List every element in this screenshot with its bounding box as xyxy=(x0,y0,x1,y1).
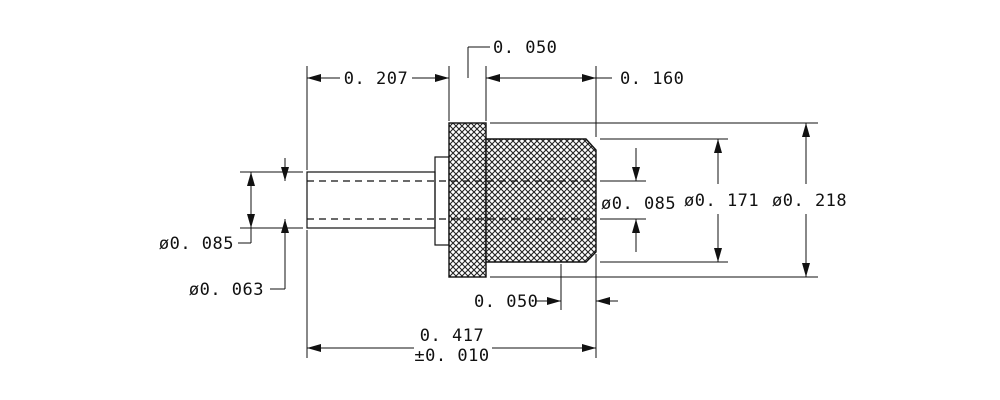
dim-label-0207: 0. 207 xyxy=(344,69,408,89)
dim-label-0417: 0. 417 xyxy=(420,326,484,346)
shoulder-step xyxy=(434,156,450,246)
dim-0417: 0. 417 ±0. 010 xyxy=(307,326,596,366)
knurled-body xyxy=(485,138,597,263)
dim-label-0160: 0. 160 xyxy=(620,69,684,89)
dim-0160: 0. 160 xyxy=(486,69,684,89)
dim-label-dia-0063: ø0. 063 xyxy=(189,280,264,300)
part-outline xyxy=(306,122,597,278)
dim-label-0050-top: 0. 050 xyxy=(493,38,557,58)
knurled-flange xyxy=(448,122,487,278)
dim-label-dia-0218: ø0. 218 xyxy=(772,191,847,211)
dim-0050-bottom: 0. 050 xyxy=(474,292,618,312)
dim-dia-0218: ø0. 218 xyxy=(772,123,847,277)
dim-dia-0085-right: ø0. 085 xyxy=(601,148,676,252)
dim-label-dia-0085-left: ø0. 085 xyxy=(159,234,234,254)
dim-label-tolerance: ±0. 010 xyxy=(414,346,489,366)
dim-label-dia-0171: ø0. 171 xyxy=(684,191,759,211)
dim-label-dia-0085-right: ø0. 085 xyxy=(601,194,676,214)
dim-0050-top: 0. 050 xyxy=(435,38,557,82)
dim-0207: 0. 207 xyxy=(307,69,449,89)
dim-dia-0063: ø0. 063 xyxy=(189,158,289,300)
dim-dia-0085-left: ø0. 085 xyxy=(159,172,255,254)
dim-label-0050-bottom: 0. 050 xyxy=(474,292,538,312)
dim-dia-0171: ø0. 171 xyxy=(684,139,759,262)
